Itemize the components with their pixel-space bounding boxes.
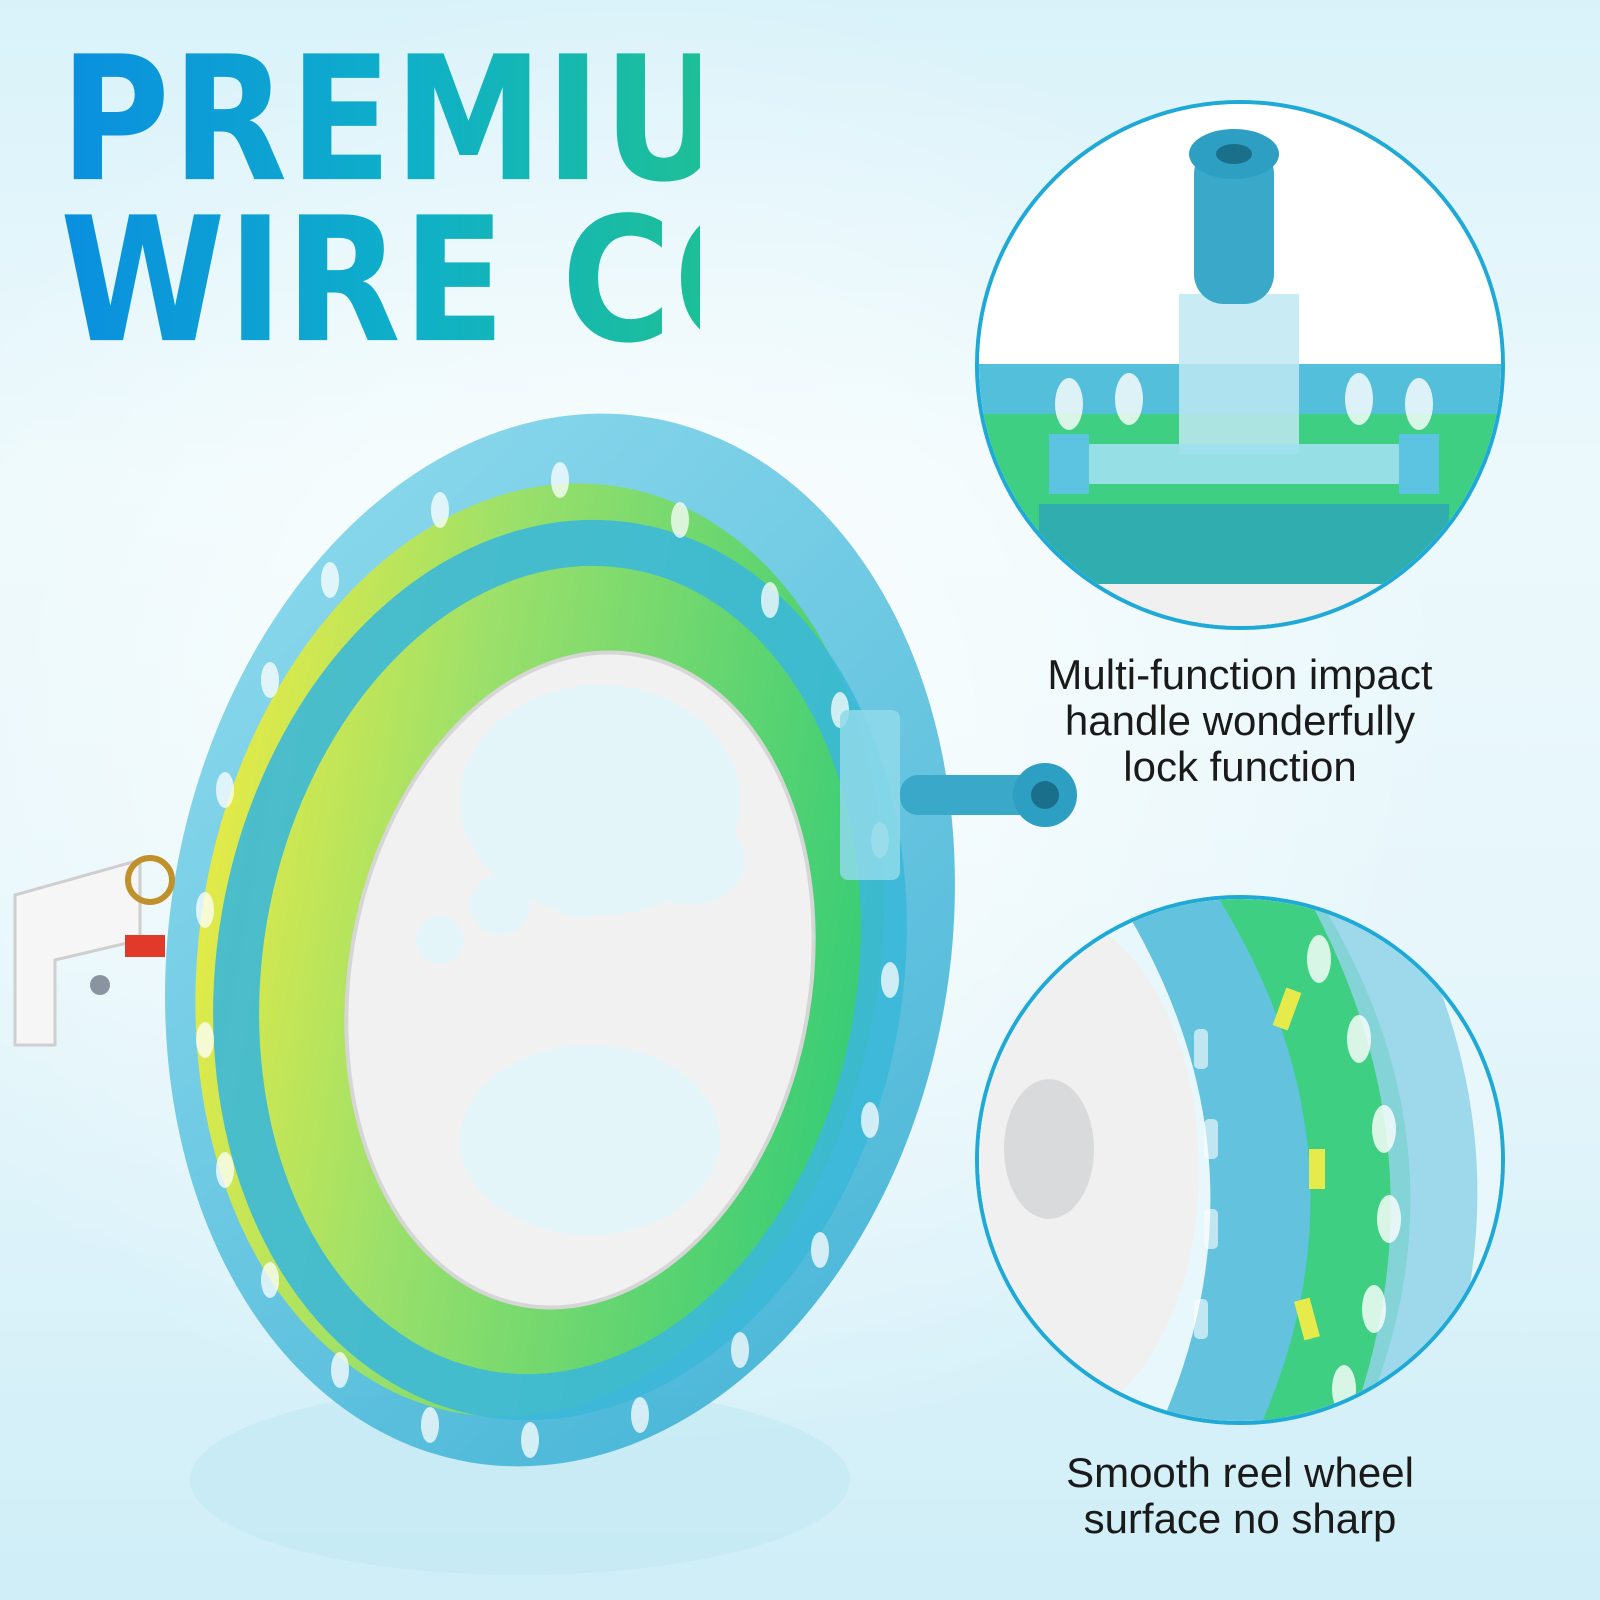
headline: PREMIUM WIRE COIL	[60, 40, 700, 362]
handle-closeup-image	[979, 104, 1501, 626]
headline-line-2: WIRE COIL	[60, 181, 959, 382]
caption-line: surface no sharp	[1083, 1495, 1397, 1542]
caption-line: Multi-function impact	[1047, 651, 1433, 698]
headline-line-1: PREMIUM	[60, 20, 879, 221]
caption-line: handle wonderfully	[1064, 697, 1416, 744]
kite-reel-image	[13, 413, 1077, 1575]
inset-handle-closeup	[975, 100, 1505, 630]
feature-caption-wheel: Smooth reel wheel surface no sharp	[960, 1450, 1520, 1542]
wheel-closeup-image	[979, 899, 1501, 1421]
caption-line: Smooth reel wheel	[1066, 1449, 1414, 1496]
caption-line: lock function	[1123, 743, 1357, 790]
feature-caption-handle: Multi-function impact handle wonderfully…	[960, 652, 1520, 790]
inset-wheel-closeup	[975, 895, 1505, 1425]
